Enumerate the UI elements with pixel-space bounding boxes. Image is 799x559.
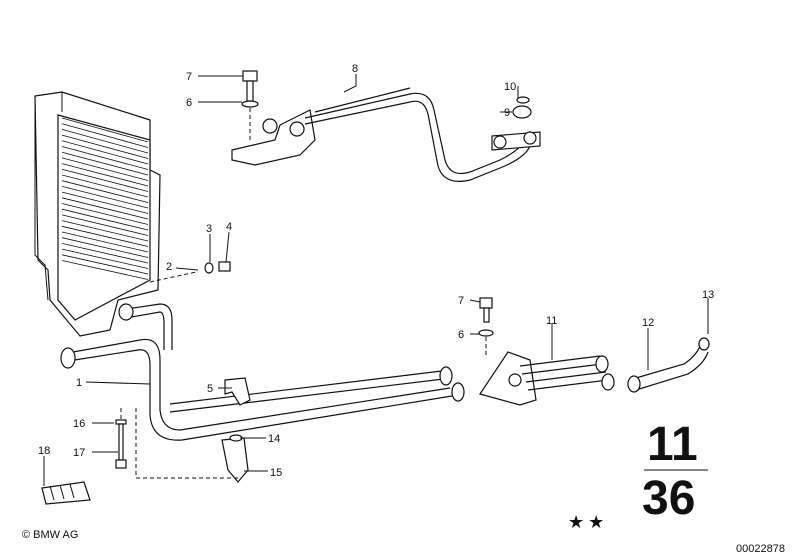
callout-12: 12 <box>642 317 654 329</box>
clamp-14-15 <box>221 434 249 483</box>
callout-13: 13 <box>702 289 714 301</box>
stars: ★★ <box>568 512 608 533</box>
fitting-3-4 <box>204 261 231 274</box>
clip-18 <box>41 481 91 505</box>
right-pipe-assembly <box>478 297 710 406</box>
main-hose <box>60 303 465 441</box>
callout-18: 18 <box>38 445 50 457</box>
bolt-top <box>241 70 259 140</box>
callout-3: 3 <box>206 223 212 235</box>
callout-15: 15 <box>270 467 282 479</box>
callout-10: 10 <box>504 81 516 93</box>
callout-16: 16 <box>73 418 85 430</box>
callouts: 7 6 8 10 9 3 4 2 1 5 16 17 18 14 15 7 6 … <box>38 63 714 479</box>
callout-17: 17 <box>73 447 85 459</box>
callout-6-right: 6 <box>458 329 464 341</box>
callout-7-top: 7 <box>186 71 192 83</box>
bolt-16-17 <box>115 408 240 479</box>
upper-pipe-bracket <box>231 87 541 182</box>
callout-11: 11 <box>546 315 557 327</box>
callout-4: 4 <box>226 221 232 233</box>
callout-7-right: 7 <box>458 295 464 307</box>
callout-14: 14 <box>268 433 280 445</box>
callout-1: 1 <box>76 377 82 389</box>
copyright-label: © BMW AG <box>22 529 78 541</box>
callout-9: 9 <box>504 107 510 119</box>
callout-6-top: 6 <box>186 97 192 109</box>
callout-5: 5 <box>207 383 213 395</box>
leader-lines <box>43 74 709 486</box>
group-number: 11 36 <box>642 418 698 525</box>
callout-2: 2 <box>166 261 172 273</box>
bracket-5 <box>224 377 251 406</box>
callout-8: 8 <box>352 63 358 75</box>
oil-cooler <box>34 91 161 337</box>
diagram-id: 00022878 <box>736 543 785 555</box>
group-number-top: 11 <box>647 418 698 471</box>
group-number-bottom: 36 <box>642 472 695 525</box>
